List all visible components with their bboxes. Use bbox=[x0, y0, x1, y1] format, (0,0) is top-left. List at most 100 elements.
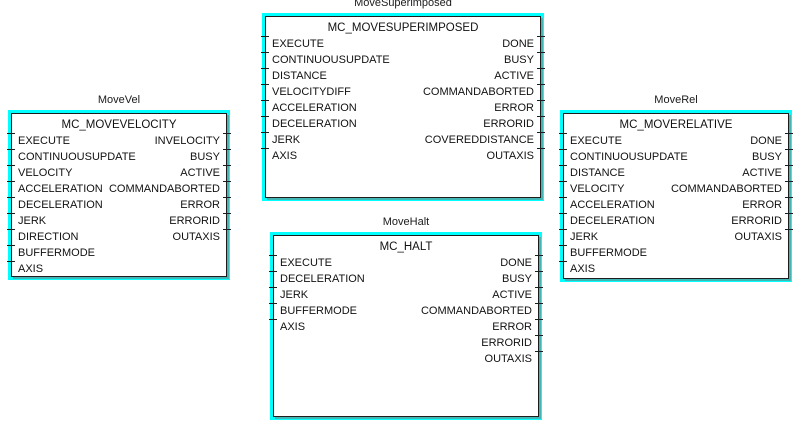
input-pin-label[interactable]: BUFFERMODE bbox=[18, 247, 95, 259]
output-pin-label[interactable]: DONE bbox=[502, 38, 534, 50]
input-pin-connector-icon[interactable] bbox=[261, 148, 269, 149]
output-pin-connector-icon[interactable] bbox=[223, 197, 231, 198]
output-pin-connector-icon[interactable] bbox=[785, 181, 793, 182]
input-pin-label[interactable]: AXIS bbox=[272, 150, 298, 162]
input-pin-label[interactable]: EXECUTE bbox=[272, 38, 324, 50]
output-pin-connector-icon[interactable] bbox=[535, 319, 543, 320]
output-pin-label[interactable]: DONE bbox=[500, 257, 532, 269]
input-pin-connector-icon[interactable] bbox=[261, 52, 269, 53]
input-pin-label[interactable]: BUFFERMODE bbox=[280, 305, 357, 317]
input-pin-connector-icon[interactable] bbox=[559, 181, 567, 182]
output-pin-label[interactable]: COMMANDABORTED bbox=[422, 86, 534, 98]
input-pin-connector-icon[interactable] bbox=[7, 181, 15, 182]
output-pin-connector-icon[interactable] bbox=[223, 149, 231, 150]
input-pin-label[interactable]: VELOCITYDIFF bbox=[272, 86, 351, 98]
input-pin-label[interactable]: EXECUTE bbox=[18, 135, 70, 147]
input-pin-label[interactable]: DECELERATION bbox=[570, 215, 655, 227]
output-pin-label[interactable]: ERROR bbox=[180, 199, 220, 211]
input-pin-connector-icon[interactable] bbox=[7, 213, 15, 214]
input-pin-connector-icon[interactable] bbox=[559, 197, 567, 198]
output-pin-connector-icon[interactable] bbox=[785, 213, 793, 214]
output-pin-connector-icon[interactable] bbox=[537, 132, 545, 133]
input-pin-label[interactable]: VELOCITY bbox=[570, 183, 625, 195]
input-pin-connector-icon[interactable] bbox=[261, 68, 269, 69]
output-pin-label[interactable]: ERROR bbox=[494, 102, 534, 114]
input-pin-label[interactable]: EXECUTE bbox=[280, 257, 332, 269]
output-pin-connector-icon[interactable] bbox=[535, 351, 543, 352]
input-pin-connector-icon[interactable] bbox=[559, 133, 567, 134]
input-pin-connector-icon[interactable] bbox=[7, 229, 15, 230]
input-pin-connector-icon[interactable] bbox=[269, 255, 277, 256]
output-pin-connector-icon[interactable] bbox=[785, 165, 793, 166]
input-pin-label[interactable]: AXIS bbox=[280, 321, 306, 333]
input-pin-label[interactable]: VELOCITY bbox=[18, 167, 73, 179]
output-pin-connector-icon[interactable] bbox=[785, 133, 793, 134]
output-pin-label[interactable]: COVEREDDISTANCE bbox=[424, 134, 534, 146]
input-pin-connector-icon[interactable] bbox=[261, 84, 269, 85]
output-pin-connector-icon[interactable] bbox=[223, 133, 231, 134]
input-pin-label[interactable]: DECELERATION bbox=[18, 199, 103, 211]
input-pin-connector-icon[interactable] bbox=[559, 149, 567, 150]
input-pin-label[interactable]: DIRECTION bbox=[18, 231, 79, 243]
input-pin-connector-icon[interactable] bbox=[269, 319, 277, 320]
input-pin-connector-icon[interactable] bbox=[7, 149, 15, 150]
output-pin-label[interactable]: ACTIVE bbox=[742, 167, 782, 179]
input-pin-label[interactable]: ACCELERATION bbox=[18, 183, 103, 195]
input-pin-label[interactable]: JERK bbox=[272, 134, 301, 146]
output-pin-connector-icon[interactable] bbox=[223, 229, 231, 230]
input-pin-connector-icon[interactable] bbox=[269, 271, 277, 272]
output-pin-label[interactable]: ERRORID bbox=[483, 118, 534, 130]
input-pin-connector-icon[interactable] bbox=[261, 100, 269, 101]
output-pin-connector-icon[interactable] bbox=[535, 255, 543, 256]
input-pin-label[interactable]: ACCELERATION bbox=[272, 102, 357, 114]
input-pin-label[interactable]: AXIS bbox=[570, 263, 596, 275]
input-pin-label[interactable]: JERK bbox=[570, 231, 599, 243]
input-pin-label[interactable]: AXIS bbox=[18, 263, 44, 275]
output-pin-label[interactable]: ACTIVE bbox=[494, 70, 534, 82]
output-pin-label[interactable]: OUTAXIS bbox=[484, 353, 532, 365]
input-pin-connector-icon[interactable] bbox=[559, 165, 567, 166]
output-pin-label[interactable]: BUSY bbox=[752, 151, 782, 163]
input-pin-connector-icon[interactable] bbox=[559, 245, 567, 246]
input-pin-connector-icon[interactable] bbox=[269, 287, 277, 288]
output-pin-connector-icon[interactable] bbox=[535, 335, 543, 336]
output-pin-label[interactable]: ACTIVE bbox=[180, 167, 220, 179]
output-pin-connector-icon[interactable] bbox=[223, 213, 231, 214]
input-pin-label[interactable]: CONTINUOUSUPDATE bbox=[18, 151, 136, 163]
output-pin-connector-icon[interactable] bbox=[537, 36, 545, 37]
input-pin-connector-icon[interactable] bbox=[261, 132, 269, 133]
output-pin-label[interactable]: ERROR bbox=[742, 199, 782, 211]
output-pin-label[interactable]: ERRORID bbox=[169, 215, 220, 227]
output-pin-label[interactable]: ERRORID bbox=[731, 215, 782, 227]
input-pin-connector-icon[interactable] bbox=[7, 197, 15, 198]
output-pin-connector-icon[interactable] bbox=[785, 197, 793, 198]
input-pin-label[interactable]: JERK bbox=[280, 289, 309, 301]
output-pin-label[interactable]: BUSY bbox=[190, 151, 220, 163]
input-pin-label[interactable]: BUFFERMODE bbox=[570, 247, 647, 259]
input-pin-connector-icon[interactable] bbox=[261, 36, 269, 37]
input-pin-connector-icon[interactable] bbox=[261, 116, 269, 117]
output-pin-label[interactable]: ACTIVE bbox=[492, 289, 532, 301]
output-pin-label[interactable]: BUSY bbox=[502, 273, 532, 285]
input-pin-connector-icon[interactable] bbox=[7, 245, 15, 246]
input-pin-connector-icon[interactable] bbox=[7, 133, 15, 134]
output-pin-connector-icon[interactable] bbox=[535, 287, 543, 288]
output-pin-connector-icon[interactable] bbox=[535, 271, 543, 272]
output-pin-connector-icon[interactable] bbox=[537, 100, 545, 101]
output-pin-connector-icon[interactable] bbox=[537, 52, 545, 53]
input-pin-label[interactable]: DECELERATION bbox=[280, 273, 365, 285]
output-pin-label[interactable]: INVELOCITY bbox=[154, 135, 220, 147]
output-pin-label[interactable]: ERRORID bbox=[481, 337, 532, 349]
input-pin-connector-icon[interactable] bbox=[559, 213, 567, 214]
output-pin-label[interactable]: BUSY bbox=[504, 54, 534, 66]
input-pin-label[interactable]: JERK bbox=[18, 215, 47, 227]
output-pin-connector-icon[interactable] bbox=[785, 229, 793, 230]
output-pin-label[interactable]: COMMANDABORTED bbox=[670, 183, 782, 195]
output-pin-label[interactable]: DONE bbox=[750, 135, 782, 147]
output-pin-connector-icon[interactable] bbox=[537, 68, 545, 69]
output-pin-label[interactable]: OUTAXIS bbox=[172, 231, 220, 243]
